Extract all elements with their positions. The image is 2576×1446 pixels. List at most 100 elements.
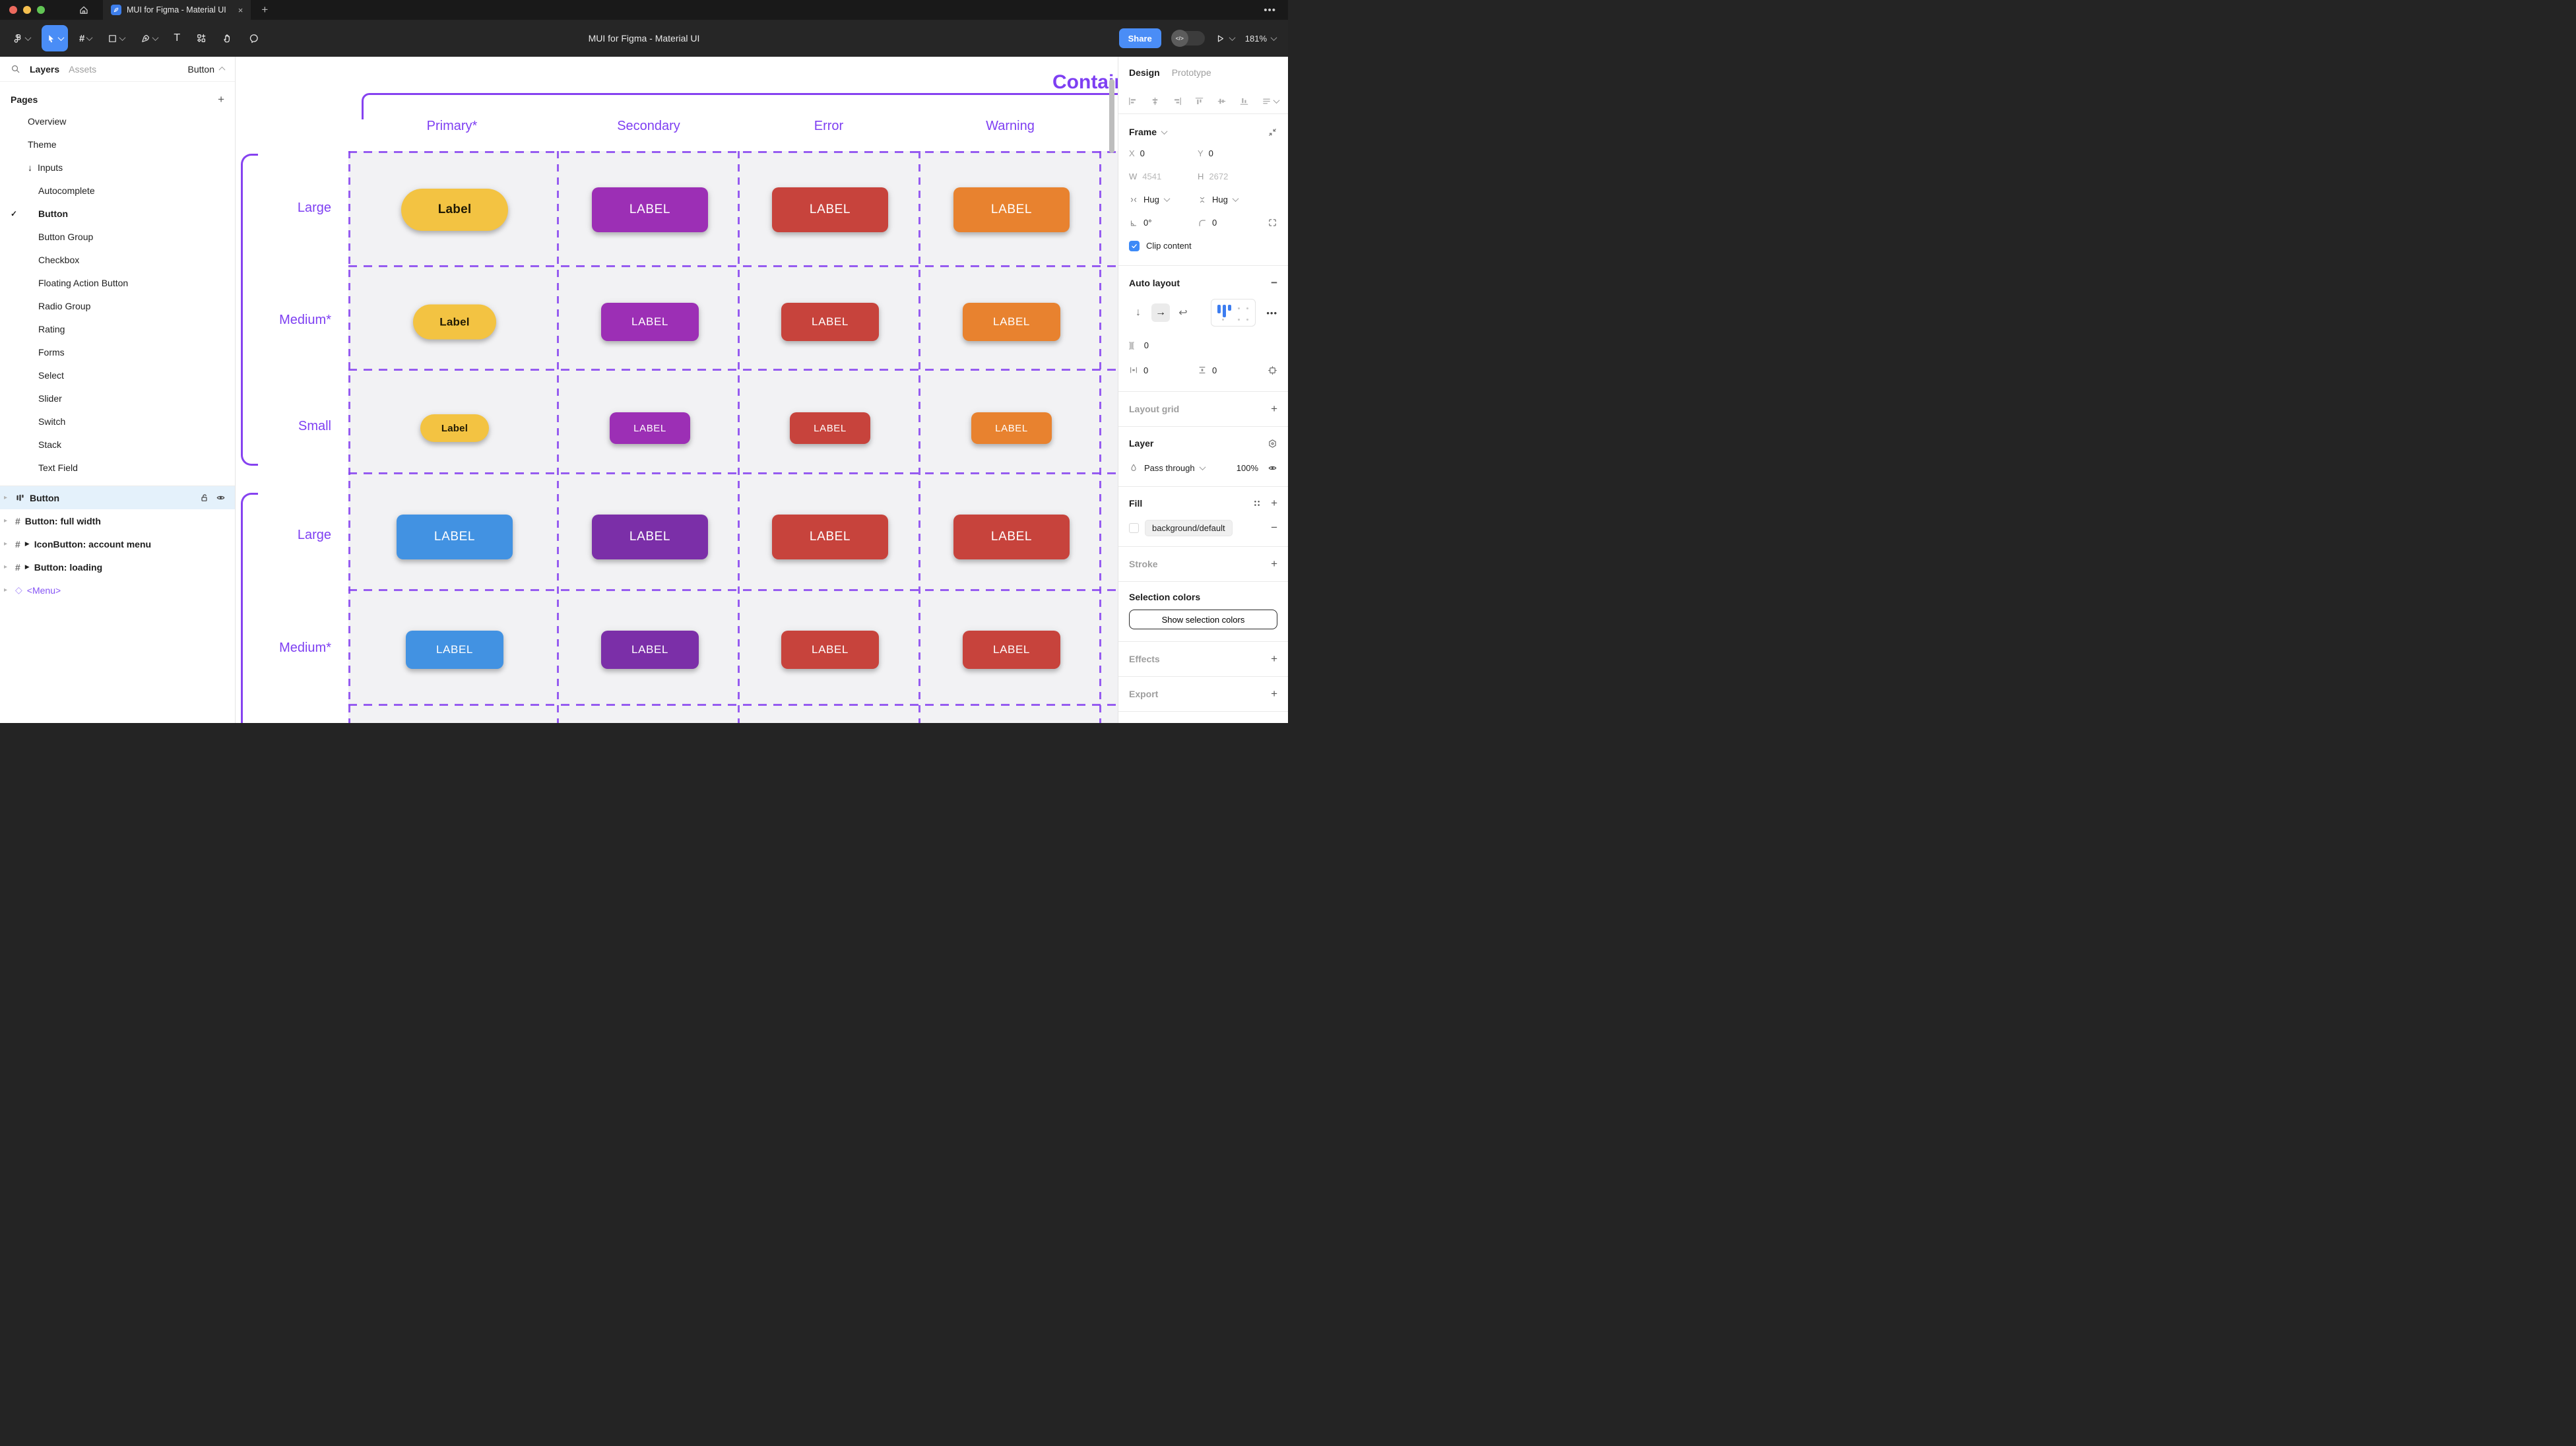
remove-fill-button[interactable]: − [1271, 521, 1277, 534]
move-tool-button[interactable] [42, 25, 68, 51]
align-bottom-icon[interactable] [1239, 96, 1249, 106]
page-item[interactable]: Stack [38, 439, 62, 450]
disclosure-triangle-icon[interactable]: ▸ [4, 586, 8, 594]
rotation-field[interactable]: 0° [1129, 218, 1198, 228]
horizontal-padding-field[interactable]: 0 [1129, 365, 1198, 375]
canvas-button[interactable]: LABEL [601, 303, 699, 341]
disclosure-triangle-icon[interactable]: ▸ [4, 494, 8, 501]
layer-row[interactable]: ▸ # ▶ IconButton: account menu [0, 532, 235, 555]
gap-field[interactable]: ]|[0 [1129, 340, 1149, 350]
canvas-button[interactable]: Label [413, 304, 496, 340]
canvas-button[interactable]: LABEL [601, 631, 699, 669]
frame-title[interactable]: Contained [1052, 71, 1118, 93]
canvas-button[interactable]: LABEL [610, 412, 690, 444]
independent-corners-icon[interactable] [1268, 218, 1277, 228]
direction-horizontal-button[interactable]: → [1151, 303, 1170, 322]
canvas-button[interactable]: LABEL [397, 515, 513, 559]
tab-assets[interactable]: Assets [69, 63, 97, 75]
page-item[interactable]: Select [38, 369, 64, 381]
main-menu-button[interactable] [8, 25, 35, 51]
disclosure-triangle-icon[interactable]: ▸ [4, 563, 8, 571]
layer-row[interactable]: ▸ # Button: full width [0, 509, 235, 532]
zoom-window-button[interactable] [37, 6, 45, 14]
styles-icon[interactable] [1252, 499, 1262, 508]
chevron-down-icon[interactable] [1161, 127, 1168, 135]
page-item-current[interactable]: ✓Button [11, 208, 69, 219]
page-item[interactable]: Autocomplete [38, 185, 95, 196]
tab-prototype[interactable]: Prototype [1171, 67, 1211, 78]
auto-layout-more-button[interactable]: ••• [1266, 307, 1277, 318]
align-horizontal-center-icon[interactable] [1150, 96, 1160, 106]
canvas-button[interactable]: LABEL [790, 412, 870, 444]
canvas-button[interactable]: LABEL [963, 631, 1060, 669]
shape-tool-button[interactable] [103, 25, 129, 51]
layer-row[interactable]: ▸ ◇ <Menu> [0, 579, 235, 602]
canvas-button[interactable]: LABEL [953, 515, 1070, 559]
chevron-down-icon[interactable] [1229, 34, 1236, 41]
text-tool-button[interactable]: T [169, 25, 185, 51]
disclosure-triangle-icon[interactable]: ▸ [4, 540, 8, 548]
resize-to-fit-icon[interactable] [1268, 127, 1277, 137]
canvas[interactable]: Contained Primary* Secondary Error Warni… [236, 57, 1118, 723]
add-layout-grid-button[interactable]: + [1271, 402, 1277, 415]
disclosure-triangle-icon[interactable]: ▸ [4, 517, 8, 524]
share-button[interactable]: Share [1118, 28, 1161, 48]
hand-tool-button[interactable] [218, 25, 238, 51]
comment-tool-button[interactable] [244, 25, 264, 51]
chevron-down-icon[interactable] [1199, 463, 1206, 470]
search-button[interactable] [11, 64, 20, 74]
canvas-button[interactable]: LABEL [772, 515, 888, 559]
canvas-button[interactable]: LABEL [772, 187, 888, 232]
add-page-button[interactable]: + [218, 93, 224, 106]
page-item[interactable]: Checkbox [38, 254, 80, 265]
page-item[interactable]: Slider [38, 393, 62, 404]
vertical-resizing-field[interactable]: Hug [1198, 195, 1266, 204]
dev-mode-toggle[interactable]: </> [1171, 30, 1205, 47]
canvas-button[interactable]: LABEL [592, 187, 708, 232]
close-tab-icon[interactable]: × [238, 5, 243, 15]
align-left-icon[interactable] [1128, 96, 1138, 106]
fill-style-chip[interactable]: background/default [1145, 519, 1233, 536]
clip-content-row[interactable]: Clip content [1129, 234, 1277, 257]
page-item[interactable]: Overview [28, 115, 67, 127]
canvas-button[interactable]: LABEL [406, 631, 503, 669]
file-tab[interactable]: MUI for Figma - Material UI × [103, 0, 251, 20]
page-item[interactable]: ↓Inputs [28, 162, 63, 173]
layer-row-selected[interactable]: ▸ Button [0, 486, 235, 509]
page-picker[interactable]: Button [188, 64, 226, 75]
corner-radius-field[interactable]: 0 [1198, 218, 1266, 228]
frame-tool-button[interactable]: # [75, 25, 96, 51]
new-tab-button[interactable]: + [261, 3, 269, 16]
blend-mode-icon[interactable] [1268, 439, 1277, 449]
canvas-button[interactable]: LABEL [592, 515, 708, 559]
canvas-button[interactable]: Label [420, 414, 489, 442]
canvas-button[interactable]: LABEL [971, 412, 1052, 444]
tab-design[interactable]: Design [1129, 67, 1160, 78]
distribute-menu-button[interactable] [1262, 96, 1280, 106]
blend-mode-value[interactable]: Pass through [1144, 462, 1195, 473]
show-selection-colors-button[interactable]: Show selection colors [1129, 610, 1277, 629]
align-right-icon[interactable] [1173, 96, 1182, 106]
opacity-value[interactable]: 100% [1236, 462, 1258, 473]
add-effect-button[interactable]: + [1271, 652, 1277, 665]
page-item[interactable]: Forms [38, 346, 65, 358]
page-item[interactable]: Radio Group [38, 300, 91, 311]
zoom-level-control[interactable]: 181% [1245, 34, 1277, 44]
canvas-button[interactable]: Label [401, 189, 508, 231]
add-stroke-button[interactable]: + [1271, 557, 1277, 570]
individual-padding-icon[interactable] [1268, 365, 1277, 375]
horizontal-resizing-field[interactable]: Hug [1129, 195, 1198, 204]
minimize-window-button[interactable] [23, 6, 31, 14]
vertical-padding-field[interactable]: 0 [1198, 365, 1266, 375]
page-item[interactable]: Button Group [38, 231, 94, 242]
pen-tool-button[interactable] [136, 25, 162, 51]
close-window-button[interactable] [9, 6, 17, 14]
fill-color-swatch[interactable] [1129, 522, 1139, 533]
resources-tool-button[interactable] [191, 25, 211, 51]
layer-row[interactable]: ▸ # ▶ Button: loading [0, 555, 235, 579]
clip-content-checkbox[interactable] [1129, 240, 1140, 251]
page-item[interactable]: Theme [28, 139, 57, 150]
